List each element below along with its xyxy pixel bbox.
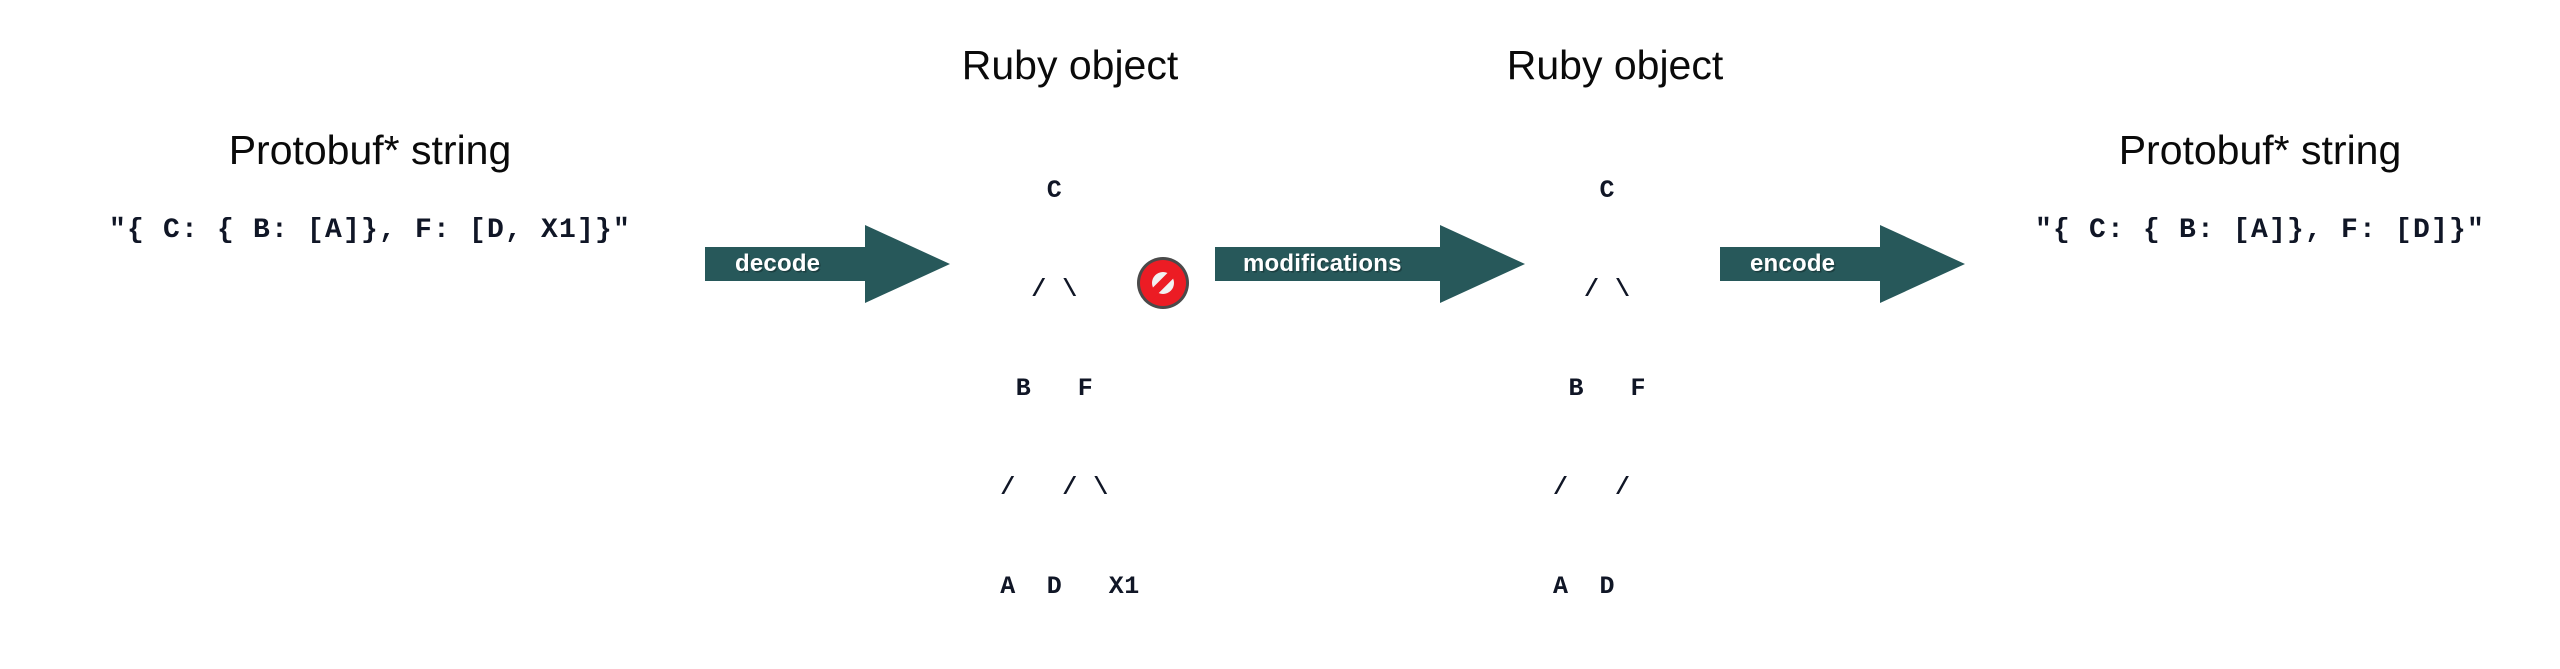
no-entry-icon	[1140, 260, 1187, 306]
modified-object-title: Ruby object	[1506, 42, 1724, 88]
arrow-modifications-shape	[1215, 225, 1525, 303]
tree-line: A D X1	[1000, 572, 1140, 601]
stage-input-string: Protobuf* string "{ C: { B: [A]}, F: [D,…	[60, 130, 680, 245]
tree-line: / \	[1552, 275, 1631, 304]
decoded-object-title: Ruby object	[961, 42, 1179, 88]
input-string-title: Protobuf* string	[228, 127, 512, 173]
modified-object-tree-wrapper: C / \ B F / / A D	[1553, 108, 1677, 669]
decoded-object-tree: C / \ B F / / \ A D X1	[1000, 108, 1140, 669]
tree-line: C	[1000, 176, 1063, 205]
input-string-value: "{ C: { B: [A]}, F: [D, X1]}"	[108, 215, 632, 246]
tree-line: A D	[1552, 572, 1615, 601]
output-string-title: Protobuf* string	[2118, 127, 2402, 173]
modified-object-tree: C / \ B F / / A D	[1553, 108, 1677, 669]
stage-decoded-object: Ruby object C / \ B F / / \ A D X1	[905, 45, 1235, 669]
arrow-decode-label: decode	[735, 250, 821, 277]
arrow-modifications: modifications	[1215, 225, 1525, 303]
output-string-value: "{ C: { B: [A]}, F: [D]}"	[2034, 215, 2486, 246]
tree-line: / /	[1552, 473, 1631, 502]
stage-modified-object: Ruby object C / \ B F / / A D	[1450, 45, 1780, 669]
tree-line: / \	[1000, 275, 1078, 304]
arrow-encode: encode	[1720, 225, 1965, 303]
decoded-object-tree-wrapper: C / \ B F / / \ A D X1	[1000, 108, 1187, 669]
arrow-encode-shape	[1720, 225, 1965, 303]
stage-output-string: Protobuf* string "{ C: { B: [A]}, F: [D]…	[1980, 130, 2540, 245]
arrow-encode-label: encode	[1750, 250, 1836, 277]
tree-line: C	[1552, 176, 1615, 205]
arrow-decode-shape	[705, 225, 950, 303]
protobuf-roundtrip-diagram: Protobuf* string "{ C: { B: [A]}, F: [D,…	[0, 0, 2560, 449]
arrow-modifications-label: modifications	[1243, 250, 1402, 277]
tree-line: B F	[1552, 374, 1646, 403]
tree-line: / / \	[1000, 473, 1109, 502]
tree-line: B F	[1000, 374, 1094, 403]
arrow-decode: decode	[705, 225, 950, 303]
